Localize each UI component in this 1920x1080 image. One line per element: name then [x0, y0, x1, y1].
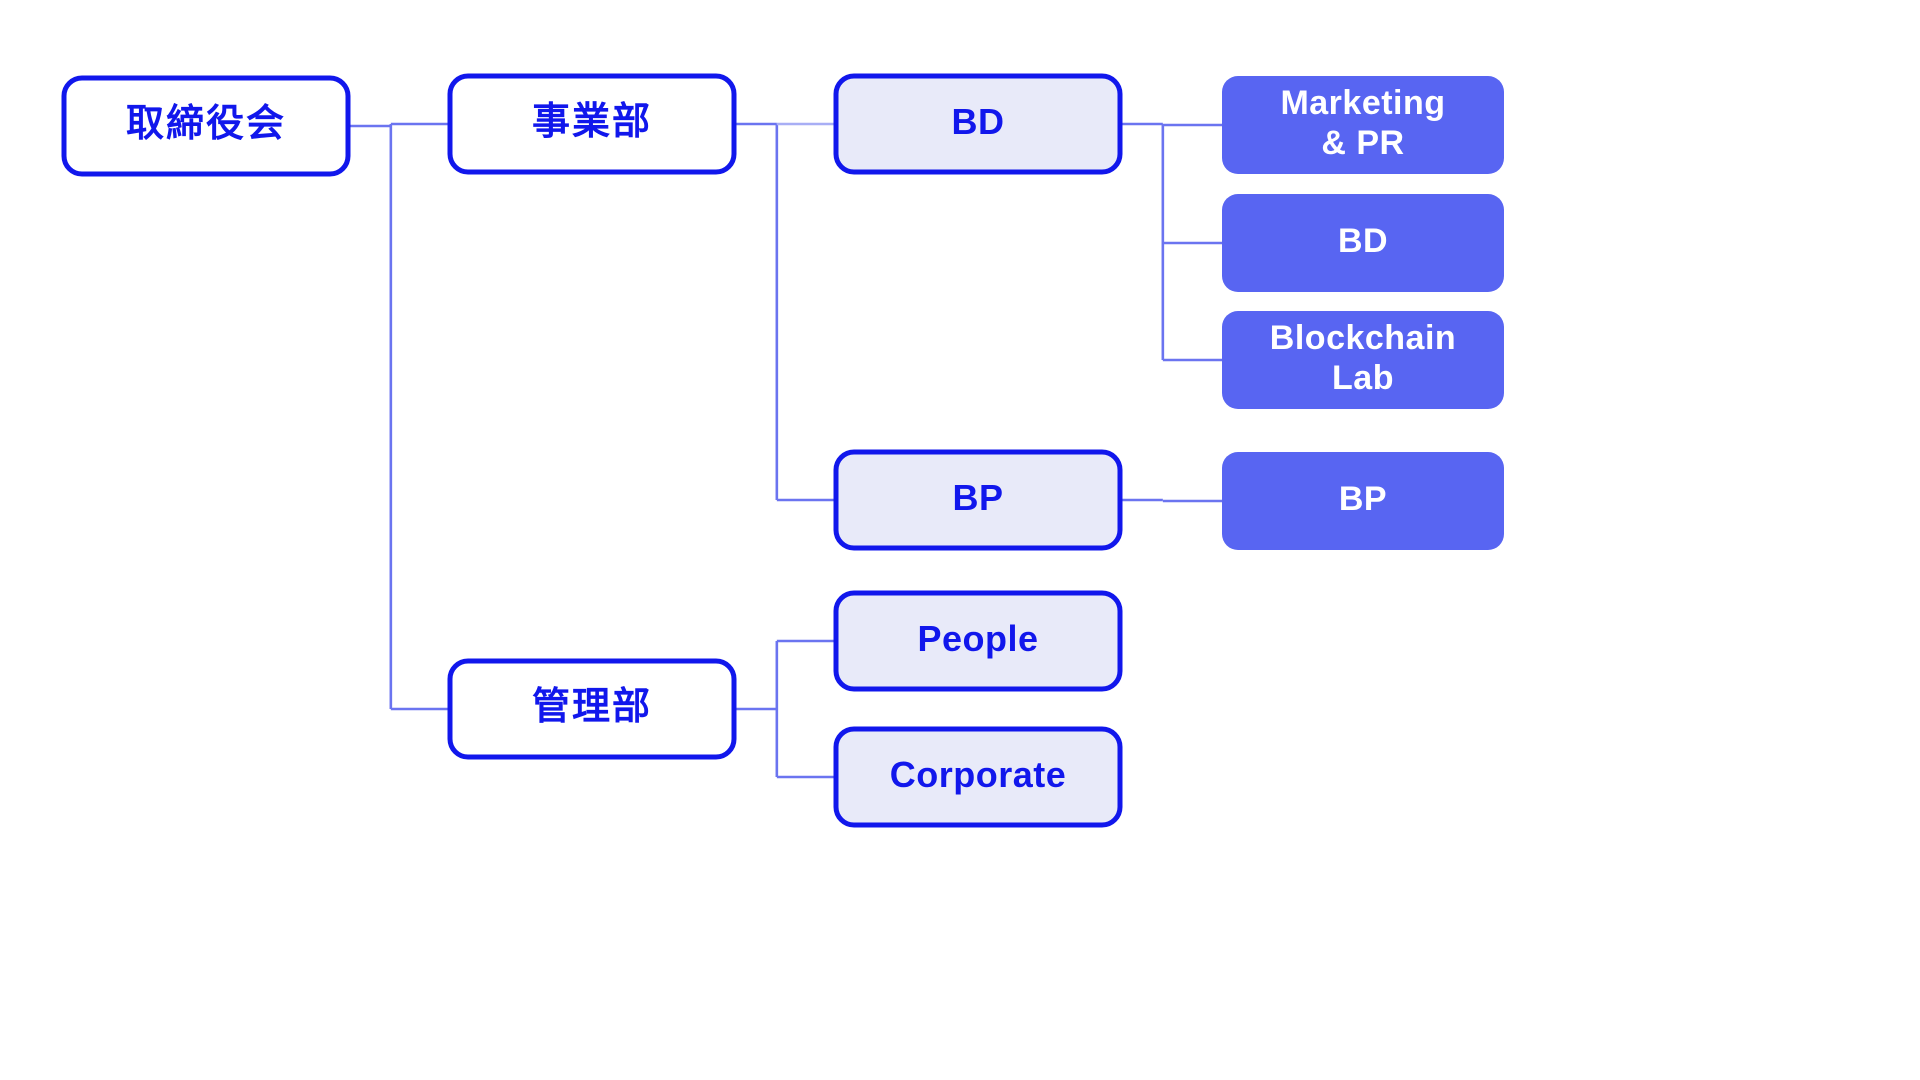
org-node-bp-team[interactable]: BP — [833, 449, 1123, 551]
node-label: 管理部 — [532, 686, 652, 728]
node-label: 取締役会 — [126, 103, 286, 145]
node-box — [447, 73, 737, 175]
node-label: 事業部 — [532, 101, 652, 143]
org-node-board[interactable]: 取締役会 — [61, 75, 351, 177]
org-node-admin-division[interactable]: 管理部 — [447, 658, 737, 760]
node-box — [1222, 76, 1504, 174]
node-label: People — [917, 618, 1038, 659]
node-label: BD — [1338, 222, 1388, 260]
node-label: BP — [952, 477, 1003, 518]
node-box — [833, 73, 1123, 175]
org-node-people-team[interactable]: People — [833, 590, 1123, 692]
connector-layer — [348, 122, 1222, 779]
node-label: Marketing& PR — [1280, 84, 1445, 162]
node-box — [1222, 452, 1504, 550]
node-box — [833, 590, 1123, 692]
node-box — [1222, 194, 1504, 292]
org-node-marketing-pr[interactable]: Marketing& PR — [1222, 76, 1504, 174]
org-node-bd-team[interactable]: BD — [833, 73, 1123, 175]
org-node-bd-unit[interactable]: BD — [1222, 194, 1504, 292]
node-box — [447, 658, 737, 760]
node-box — [833, 449, 1123, 551]
node-box — [1222, 311, 1504, 409]
org-node-business-division[interactable]: 事業部 — [447, 73, 737, 175]
node-label: BP — [1339, 480, 1387, 518]
node-box — [833, 726, 1123, 828]
node-label: Corporate — [890, 754, 1067, 795]
org-node-bp-unit[interactable]: BP — [1222, 452, 1504, 550]
org-node-corporate-team[interactable]: Corporate — [833, 726, 1123, 828]
node-label: BD — [952, 101, 1005, 142]
node-box — [61, 75, 351, 177]
